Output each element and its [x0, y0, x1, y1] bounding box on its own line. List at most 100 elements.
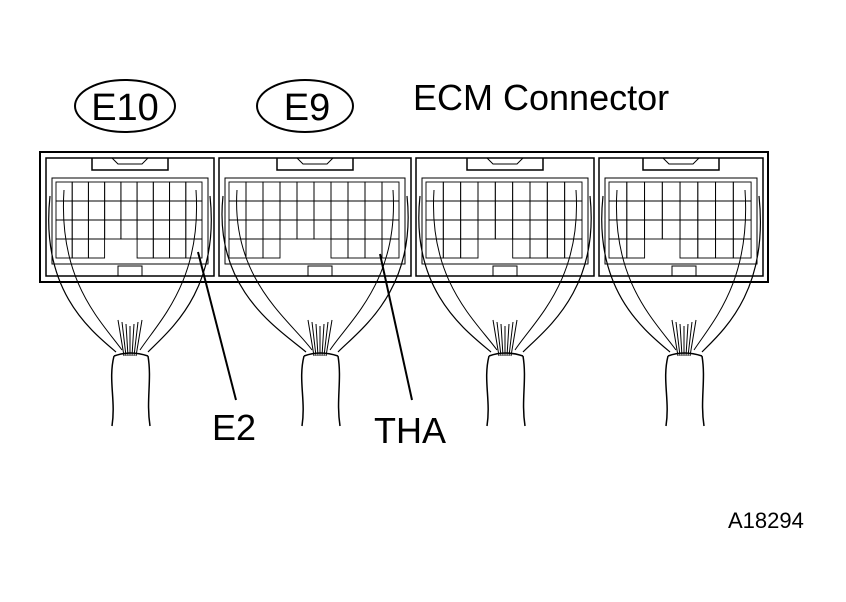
- block-1-pin: [136, 238, 154, 259]
- block-4-pin: [626, 238, 646, 259]
- block-4-pin: [644, 181, 663, 202]
- block-4-harness: [664, 352, 705, 427]
- tha-pin-label: THA: [374, 410, 446, 451]
- block-2-pin: [245, 219, 264, 240]
- block-2-strand: [311, 321, 317, 357]
- block-1-strand: [125, 323, 129, 357]
- block-2-strand: [307, 319, 315, 357]
- block-3-harness: [485, 352, 526, 427]
- block-2-pin: [262, 219, 281, 240]
- block-1-strand: [133, 321, 139, 357]
- block-2-pin: [245, 200, 264, 221]
- block-4-pin: [626, 200, 646, 221]
- block-2-pin: [296, 200, 315, 221]
- block-2-pin: [245, 238, 264, 259]
- block-1-pin: [104, 200, 122, 221]
- e2-leader-line: [197, 251, 237, 401]
- block-1-pin: [169, 200, 187, 221]
- block-3-pin: [512, 219, 531, 240]
- block-2-harness: [300, 352, 341, 427]
- block-1-pin: [185, 219, 203, 240]
- block-2-notch: [307, 265, 333, 276]
- block-4-pin: [732, 181, 752, 202]
- block-4-pin: [661, 181, 681, 202]
- block-3-pin: [425, 238, 444, 259]
- figure-id: A18294: [728, 508, 804, 533]
- block-3-pin: [425, 200, 444, 221]
- connector-body: [39, 151, 769, 283]
- block-1-pin: [104, 219, 122, 240]
- block-3-notch: [492, 265, 518, 276]
- block-2-pin: [330, 238, 349, 259]
- block-2-wire-right: [337, 195, 409, 353]
- block-3-strand: [506, 323, 510, 357]
- block-1-harness: [110, 352, 151, 427]
- block-1-strand: [117, 319, 125, 357]
- block-3-pin: [546, 219, 566, 240]
- block-4-latch: [642, 158, 720, 171]
- block-2-wire-inner-right: [329, 189, 394, 351]
- block-3-pin: [477, 219, 496, 240]
- block-1-wire-right: [147, 195, 212, 353]
- block-2-strand: [323, 321, 329, 357]
- block-4-pin: [626, 219, 646, 240]
- block-4-strand: [671, 319, 679, 357]
- block-4-latch-tab: [662, 157, 700, 165]
- block-3-pin: [442, 200, 462, 221]
- block-4-pin: [715, 200, 734, 221]
- block-4-notch: [671, 265, 697, 276]
- block-1-pin: [87, 200, 106, 221]
- block-4-pin: [679, 238, 699, 259]
- block-4-pin: [697, 181, 717, 202]
- block-1-pin: [71, 200, 89, 221]
- block-3-pin: [442, 181, 462, 202]
- block-3-pin: [512, 200, 531, 221]
- block-2-pin: [262, 181, 281, 202]
- block-3-pin: [460, 238, 479, 259]
- block-3-wire-inner-right: [514, 189, 578, 351]
- block-2-pin: [262, 238, 281, 259]
- block-3-pin: [564, 181, 583, 202]
- block-1-strand: [135, 319, 143, 357]
- block-3-strand: [508, 321, 514, 357]
- block-2-strand: [321, 323, 325, 357]
- block-4-pin: [608, 200, 628, 221]
- block-1-pin: [136, 219, 154, 240]
- block-3-pin: [546, 238, 566, 259]
- block-4-pin: [732, 238, 752, 259]
- block-1-wire-inner-left: [62, 189, 123, 351]
- block-2-pin: [381, 200, 400, 221]
- block-3-pin: [460, 219, 479, 240]
- block-2-pin: [262, 200, 281, 221]
- block-1-pin: [55, 238, 73, 259]
- block-3-pin: [477, 181, 496, 202]
- block-3-pin: [529, 200, 548, 221]
- block-4-pin: [661, 219, 681, 240]
- block-1-pin: [120, 219, 138, 240]
- block-4-pin: [715, 219, 734, 240]
- e2-pin-label: E2: [212, 407, 256, 448]
- block-1-frame: [51, 177, 209, 265]
- block-4-wire-right: [701, 195, 761, 353]
- block-2-strand: [315, 323, 319, 357]
- block-3-latch: [466, 158, 544, 171]
- block-3-pin: [494, 181, 514, 202]
- block-3-strand: [496, 321, 502, 357]
- block-1-pin: [152, 181, 170, 202]
- block-3-pin: [529, 181, 548, 202]
- block-3-pin: [442, 219, 462, 240]
- block-3-pin: [494, 219, 514, 240]
- block-1-pin: [120, 200, 138, 221]
- block-2-pin: [347, 238, 366, 259]
- block-2-pin: [279, 219, 298, 240]
- block-2-housing: [218, 157, 412, 277]
- block-1-pin: [136, 181, 154, 202]
- block-2-pin: [347, 219, 366, 240]
- block-1-pin: [87, 181, 106, 202]
- block-3-pin: [460, 181, 479, 202]
- block-1-strand: [121, 321, 127, 357]
- block-4-pin: [679, 200, 699, 221]
- block-4-pin: [697, 219, 717, 240]
- block-2-pin: [330, 181, 349, 202]
- block-3-pin: [564, 200, 583, 221]
